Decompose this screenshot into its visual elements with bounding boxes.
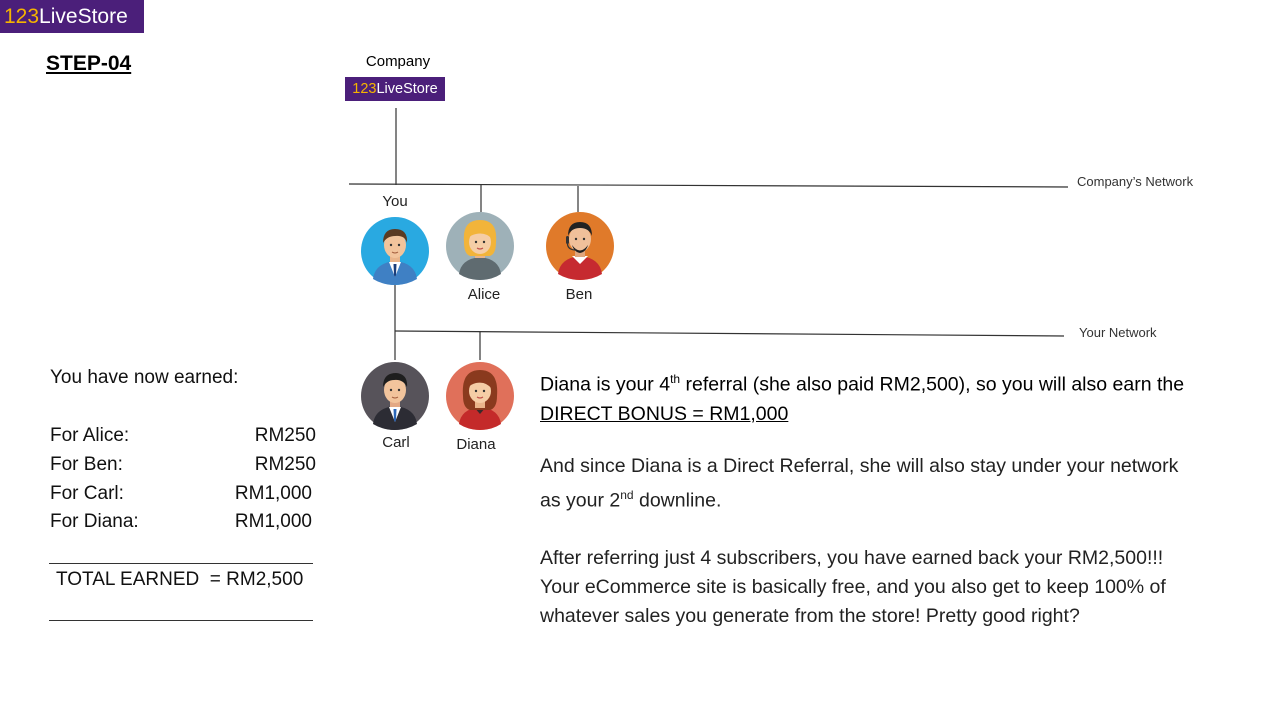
- earning-amount-alice: RM250: [254, 425, 316, 446]
- total-earned: TOTAL EARNED = RM2,500: [56, 569, 304, 590]
- you-label: You: [382, 193, 408, 210]
- earning-amount-ben: RM250: [254, 454, 316, 475]
- ben-label: Ben: [565, 286, 593, 303]
- earning-label-ben: For Ben:: [50, 454, 123, 475]
- direct-bonus-text: DIRECT BONUS = RM1,000: [540, 402, 789, 425]
- diana-label: Diana: [456, 436, 496, 453]
- p3-line2: Your eCommerce site is basically free, a…: [540, 576, 1166, 598]
- earning-label-alice: For Alice:: [50, 425, 130, 446]
- summary-paragraph: After referring just 4 subscribers, you …: [540, 544, 1270, 631]
- your-network-label: Your Network: [1079, 325, 1157, 340]
- brand-logo-text: LiveStore: [39, 5, 128, 28]
- p3-line3: whatever sales you generate from the sto…: [540, 605, 1080, 627]
- downline-paragraph: And since Diana is a Direct Referral, sh…: [540, 452, 1270, 516]
- total-divider-bottom: [49, 620, 313, 621]
- company-logo-text: LiveStore: [376, 81, 438, 97]
- p1-text-b: referral (she also paid RM2,500), so you…: [680, 373, 1185, 396]
- brand-logo-number: 123: [4, 5, 40, 28]
- company-logo-number: 123: [352, 81, 377, 97]
- company-logo: 123LiveStore: [345, 77, 445, 101]
- p2-text-c: downline.: [633, 489, 722, 512]
- p2-text-b: as your 2: [540, 489, 621, 512]
- company-label: Company: [365, 53, 431, 70]
- earnings-heading: You have now earned:: [50, 367, 239, 388]
- direct-bonus-paragraph: Diana is your 4th referral (she also pai…: [540, 365, 1270, 429]
- earning-amount-diana: RM1,000: [234, 511, 312, 532]
- headset-man-avatar-icon: [546, 212, 614, 280]
- earning-label-diana: For Diana:: [50, 511, 139, 532]
- p1-text-a: Diana is your 4: [540, 373, 671, 396]
- earning-label-carl: For Carl:: [50, 483, 124, 504]
- p2-text-a: And since Diana is a Direct Referral, sh…: [540, 455, 1179, 477]
- p2-superscript: nd: [620, 488, 634, 502]
- carl-label: Carl: [382, 434, 410, 451]
- earning-amount-carl: RM1,000: [234, 483, 312, 504]
- company-network-label: Company’s Network: [1077, 174, 1194, 189]
- p1-superscript: th: [670, 372, 681, 386]
- suited-man-avatar-icon: [361, 362, 429, 430]
- step-title: STEP-04: [46, 52, 132, 75]
- alice-label: Alice: [467, 286, 501, 303]
- businessman-avatar-icon: [361, 217, 429, 285]
- total-divider-top: [49, 563, 313, 564]
- p3-line1: After referring just 4 subscribers, you …: [540, 547, 1164, 569]
- brand-logo: 123LiveStore: [0, 0, 144, 33]
- redhead-woman-avatar-icon: [446, 362, 514, 430]
- blonde-woman-avatar-icon: [446, 212, 514, 280]
